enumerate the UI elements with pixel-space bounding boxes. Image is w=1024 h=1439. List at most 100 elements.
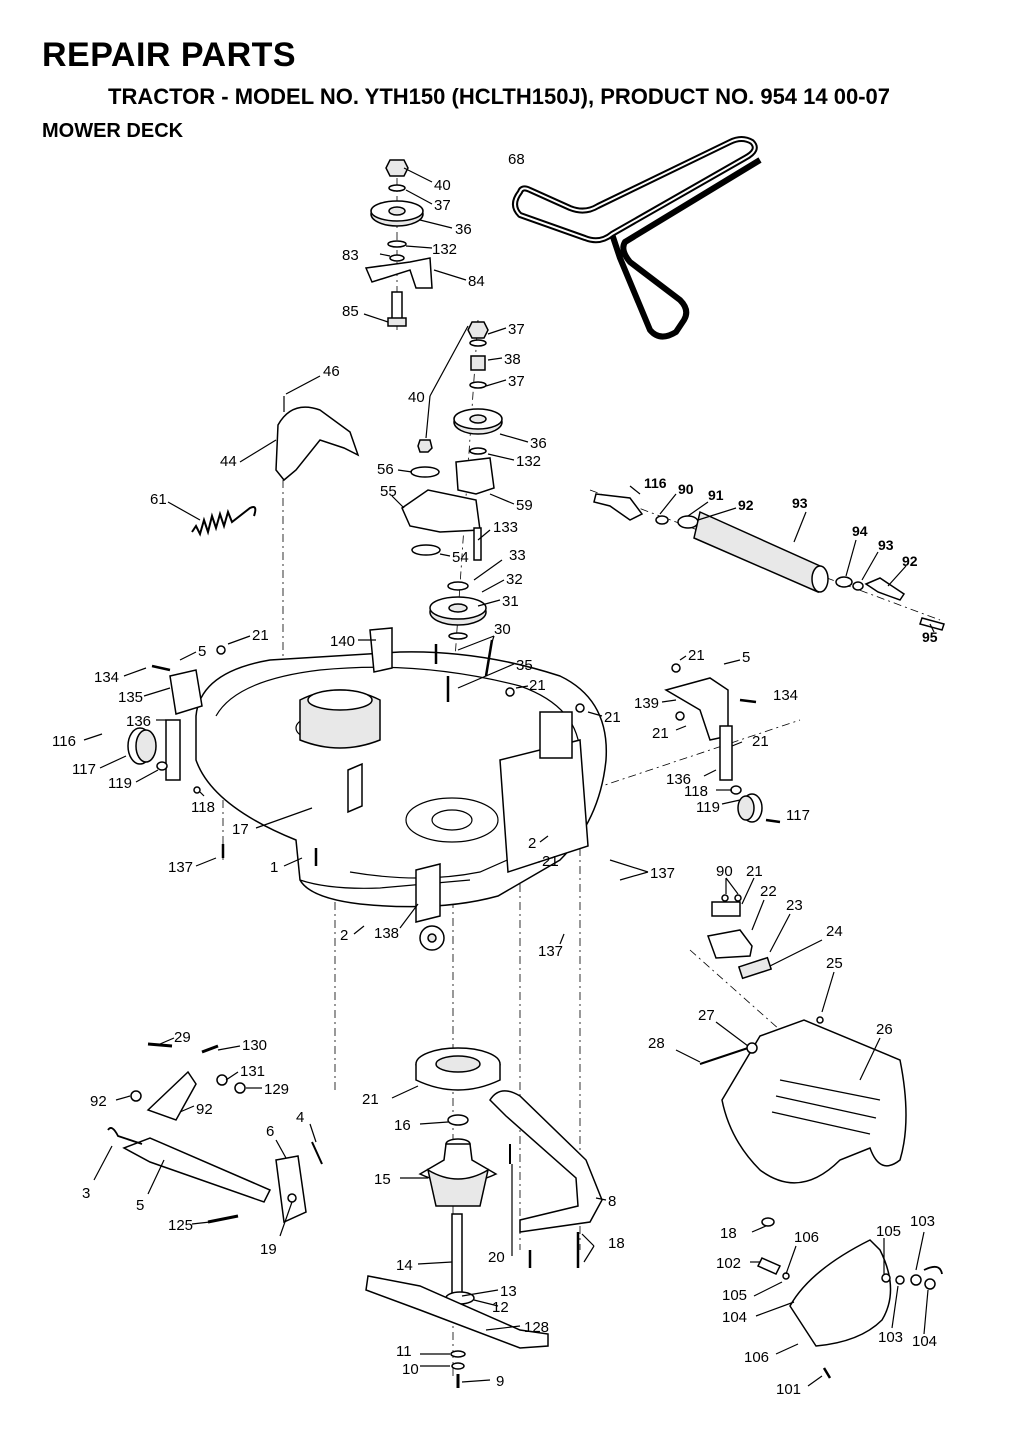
callout-label: 30 (494, 621, 511, 638)
callout-label: 102 (716, 1255, 741, 1272)
callout-label: 21 (688, 647, 705, 664)
callout-label: 92 (90, 1093, 107, 1110)
callout-label: 37 (508, 321, 525, 338)
callout-label: 104 (722, 1309, 747, 1326)
callout-label: 35 (516, 657, 533, 674)
callout-label: 93 (878, 537, 894, 553)
callout-label: 11 (396, 1343, 412, 1360)
callout-label: 21 (362, 1091, 379, 1108)
callout-label: 15 (374, 1171, 391, 1188)
callout-label: 2 (528, 835, 536, 852)
mower-deck-1 (195, 627, 608, 951)
lift-link-assembly (593, 493, 945, 631)
callout-label: 37 (508, 373, 525, 390)
callout-label: 117 (72, 761, 96, 778)
callout-label: 24 (826, 923, 843, 940)
callout-label: 25 (826, 955, 843, 972)
callout-label: 119 (108, 775, 132, 792)
callout-label: 118 (684, 783, 708, 800)
callout-label: 1 (270, 859, 278, 876)
callout-label: 59 (516, 497, 533, 514)
callout-label: 140 (330, 633, 355, 650)
callout-label: 117 (786, 807, 810, 824)
callout-label: 139 (634, 695, 659, 712)
callout-label: 21 (604, 709, 621, 726)
callout-label: 132 (432, 241, 457, 258)
callout-label: 31 (502, 593, 519, 610)
callout-label: 132 (516, 453, 541, 470)
callout-label: 4 (296, 1109, 304, 1126)
callout-label: 2 (340, 927, 348, 944)
callout-label: 29 (174, 1029, 191, 1046)
lift-linkage-left (107, 1042, 323, 1224)
upper-idler-assembly (364, 159, 433, 327)
callout-label: 92 (738, 497, 754, 513)
callout-label: 26 (876, 1021, 893, 1038)
callout-label: 12 (492, 1299, 509, 1316)
page-title: REPAIR PARTS (42, 36, 297, 74)
callout-label: 91 (708, 487, 724, 503)
callout-label: 125 (168, 1217, 193, 1234)
callout-label: 90 (716, 863, 733, 880)
callout-label: 68 (508, 151, 525, 168)
spring-61 (191, 506, 257, 537)
callout-label: 136 (126, 713, 151, 730)
callout-label: 37 (434, 197, 451, 214)
baffle-20 (489, 1090, 603, 1268)
callout-label: 36 (455, 221, 472, 238)
callout-label: 128 (524, 1319, 549, 1336)
callout-label: 21 (252, 627, 269, 644)
leader-lines (83, 167, 935, 1387)
mulch-plug-101 (756, 1217, 943, 1379)
callout-label: 40 (408, 389, 425, 406)
callout-label: 84 (468, 273, 485, 290)
callout-label: 33 (509, 547, 526, 564)
belt-cover-44 (275, 396, 360, 482)
callout-label: 85 (342, 303, 359, 320)
callout-label: 94 (852, 523, 868, 539)
right-gauge-wheel-assembly (505, 663, 781, 824)
callout-label: 23 (786, 897, 803, 914)
callout-label: 136 (666, 771, 691, 788)
drive-belt-68 (512, 136, 762, 340)
callout-label: 5 (198, 643, 206, 660)
callout-label: 95 (922, 629, 938, 645)
spindle-assembly (365, 1047, 549, 1388)
callout-label: 32 (506, 571, 523, 588)
callout-label: 40 (434, 177, 451, 194)
callout-label: 44 (220, 453, 237, 470)
callout-label: 92 (902, 553, 918, 569)
left-gauge-wheel-assembly (127, 645, 318, 866)
callout-label: 6 (266, 1123, 274, 1140)
callout-label: 116 (644, 475, 667, 491)
callout-label: 131 (240, 1063, 265, 1080)
callout-label: 46 (323, 363, 340, 380)
callout-label: 38 (504, 351, 521, 368)
callout-label: 21 (752, 733, 769, 750)
callout-label: 118 (191, 799, 215, 816)
callout-label: 27 (698, 1007, 715, 1024)
callout-label: 135 (118, 689, 143, 706)
callout-label: 18 (608, 1235, 625, 1252)
callout-label: 101 (776, 1381, 801, 1398)
callout-label: 137 (650, 865, 675, 882)
callout-labels: 40 37 36 83 132 84 85 68 37 38 37 40 36 … (52, 151, 938, 1398)
callout-label: 134 (773, 687, 798, 704)
idler-arm-assembly (401, 321, 503, 561)
callout-label: 93 (792, 495, 808, 511)
callout-label: 8 (608, 1193, 616, 1210)
callout-label: 5 (742, 649, 750, 666)
callout-label: 138 (374, 925, 399, 942)
callout-label: 103 (878, 1329, 903, 1346)
callout-label: 9 (496, 1373, 504, 1390)
callout-label: 137 (168, 859, 193, 876)
callout-label: 21 (652, 725, 669, 742)
callout-label: 56 (377, 461, 394, 478)
callout-label: 129 (264, 1081, 289, 1098)
callout-label: 21 (529, 677, 546, 694)
callout-label: 116 (52, 733, 76, 750)
callout-label: 21 (746, 863, 763, 880)
callout-label: 103 (910, 1213, 935, 1230)
callout-label: 130 (242, 1037, 267, 1054)
callout-label: 106 (744, 1349, 769, 1366)
